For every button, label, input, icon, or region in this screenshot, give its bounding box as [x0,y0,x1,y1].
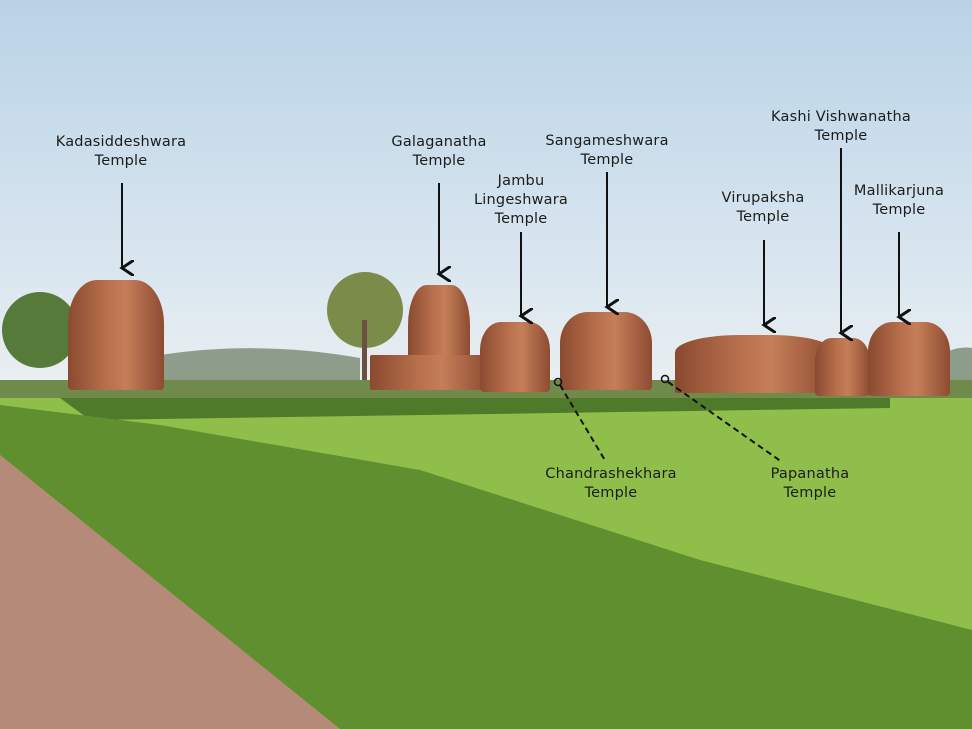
dashed-papanatha [667,381,783,463]
mallikarjuna-temple [868,322,950,396]
label-line: Chandrashekhara [545,466,677,482]
label-line: Lingeshwara [474,192,568,208]
label-line: Temple [736,209,790,225]
marker-papanatha [660,374,670,384]
label-line: Temple [494,211,548,227]
kadasiddeshwara-temple [68,280,164,390]
label-line: Kashi Vishwanatha [771,109,911,125]
label-line: Temple [814,128,868,144]
label-line: Temple [94,153,148,169]
marker-chandrashekhara [553,377,563,387]
label-line: Jambu [497,173,545,189]
sangameshwara-temple [560,312,652,390]
label-line: Kadasiddeshwara [55,134,187,150]
label-line: Sangameshwara [545,133,669,149]
label-line: Virupaksha [721,190,805,206]
label-line: Papanatha [770,466,850,482]
label-line: Mallikarjuna [853,183,945,199]
label-line: Temple [412,153,466,169]
label-line: Temple [783,485,837,501]
label-line: Temple [584,485,638,501]
kashi-vishwanatha-temple [815,338,870,396]
virupaksha-temple [675,335,835,393]
label-line: Temple [872,202,926,218]
jambu-lingeshwara-temple [480,322,550,392]
galaganatha-base [370,355,490,390]
label-line: Galaganatha [391,134,487,150]
label-line: Temple [580,152,634,168]
dashed-chandrashekhara [559,384,607,463]
